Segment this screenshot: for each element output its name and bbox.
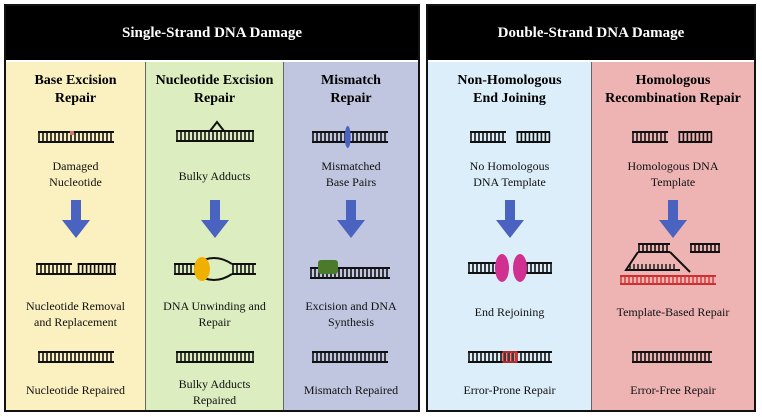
step3-label: Error-Prone Repair: [463, 383, 556, 397]
double-strand-header: Double-Strand DNA Damage: [428, 6, 754, 60]
single-strand-panel: Single-Strand DNA Damage Base Excision R…: [4, 4, 420, 412]
column-title: Homologous Recombination Repair: [605, 73, 741, 106]
dna-repaired-icon: [176, 351, 254, 363]
single-strand-header: Single-Strand DNA Damage: [6, 6, 418, 60]
column-title: Non-Homologous End Joining: [457, 73, 562, 106]
column-title: Mismatch Repair: [321, 73, 381, 106]
down-arrow-icon: [337, 200, 365, 238]
homologous-recombination-column: Homologous Recombination Repair Homologo…: [592, 62, 754, 410]
column-title: Base Excision Repair: [34, 73, 117, 106]
step3-label: Mismatch Repaired: [303, 383, 399, 397]
dna-excision-icon: [310, 260, 390, 279]
step1-label: No Homologous DNA Template: [469, 159, 550, 189]
dna-gap-icon: [36, 263, 116, 275]
column-title: Nucleotide Excision Repair: [155, 73, 274, 106]
dna-damaged-icon: [38, 131, 114, 143]
dna-break-icon: [632, 131, 713, 143]
step2-label: DNA Unwinding and Repair: [163, 299, 266, 329]
mismatch-column: Mismatch Repair Mismatched Base Pairs Ex…: [284, 62, 418, 410]
base-excision-column: Base Excision Repair Damaged Nucleotide …: [6, 62, 146, 410]
nhej-column: Non-Homologous End Joining No Homologous…: [428, 62, 592, 410]
step1-label: Damaged Nucleotide: [49, 159, 102, 189]
down-arrow-icon: [200, 200, 229, 238]
step2-label: Excision and DNA Synthesis: [305, 299, 397, 329]
step2-label: Template-Based Repair: [616, 305, 730, 319]
dna-error-prone-icon: [468, 351, 552, 363]
down-arrow-icon: [61, 200, 90, 238]
step2-label: End Rejoining: [474, 305, 545, 319]
dna-repaired-icon: [312, 351, 388, 363]
nucleotide-excision-column: Nucleotide Excision Repair Bulky Adducts…: [146, 62, 284, 410]
dna-repaired-icon: [38, 351, 114, 363]
step3-label: Nucleotide Repaired: [26, 383, 125, 397]
step1-label: Homologous DNA Template: [627, 159, 719, 189]
step2-label: Nucleotide Removal and Replacement: [26, 299, 125, 329]
step1-label: Bulky Adducts: [178, 169, 251, 183]
dna-unwinding-icon: [174, 257, 256, 281]
dna-break-icon: [470, 131, 551, 143]
dna-mismatch-icon: [312, 126, 388, 148]
dna-repaired-icon: [632, 351, 712, 363]
step1-label: Mismatched Base Pairs: [321, 159, 381, 189]
down-arrow-icon: [495, 200, 524, 238]
step3-label: Bulky Adducts Repaired: [178, 377, 251, 407]
dna-bulky-adduct-icon: [176, 120, 254, 142]
step3-label: Error-Free Repair: [630, 383, 716, 397]
dna-strand-invasion-icon: [620, 243, 720, 285]
dna-end-joining-icon: [468, 254, 552, 282]
double-strand-panel: Double-Strand DNA Damage Non-Homologous …: [426, 4, 756, 412]
down-arrow-icon: [659, 200, 687, 238]
